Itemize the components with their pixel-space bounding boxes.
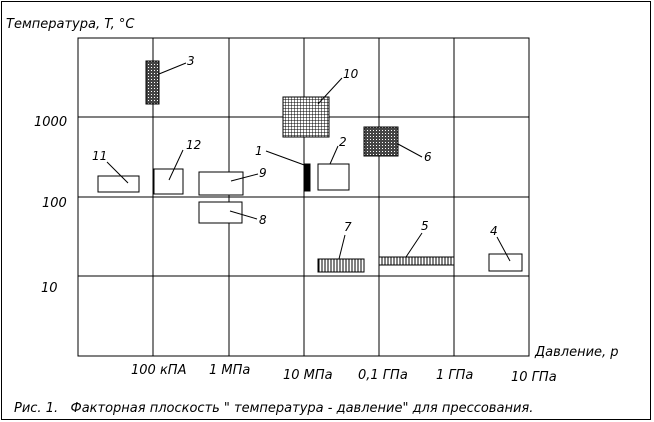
leader-4 — [496, 236, 511, 262]
label-5: 5 — [421, 219, 429, 233]
x-axis-title: Давление, p — [534, 345, 619, 360]
label-3: 3 — [187, 54, 195, 68]
leader-3 — [158, 62, 187, 75]
label-8: 8 — [259, 213, 267, 227]
plot-grid — [77, 37, 530, 357]
region-9 — [198, 171, 244, 196]
leader-12 — [168, 149, 184, 181]
x-tick-01gpa: 0,1 ГПа — [358, 368, 408, 383]
region-11 — [97, 175, 140, 193]
region-3 — [145, 60, 160, 105]
label-9: 9 — [259, 166, 267, 180]
region-12 — [153, 168, 184, 195]
leader-8 — [229, 210, 258, 220]
leader-2 — [329, 145, 339, 165]
x-tick-1gpa: 1 ГПа — [436, 368, 473, 383]
y-tick-10: 10 — [41, 281, 58, 296]
y-tick-100: 100 — [42, 196, 67, 211]
label-2: 2 — [339, 135, 347, 149]
region-2 — [317, 163, 350, 191]
leader-5 — [405, 232, 423, 258]
x-tick-10mpa: 10 МПа — [283, 368, 333, 383]
leader-9 — [230, 173, 259, 182]
leader-10 — [317, 77, 343, 105]
leader-1 — [265, 150, 308, 167]
region-6 — [363, 126, 399, 157]
region-7 — [317, 258, 365, 273]
y-axis-title: Температура, T, °C — [6, 17, 135, 32]
label-11: 11 — [92, 149, 107, 163]
label-7: 7 — [344, 220, 352, 234]
label-4: 4 — [490, 224, 498, 238]
figure-caption: Рис. 1. Факторная плоскость " температур… — [14, 401, 533, 416]
leader-11 — [106, 161, 129, 184]
x-tick-10gpa: 10 ГПа — [511, 370, 557, 385]
region-1 — [303, 163, 311, 192]
label-1: 1 — [255, 144, 263, 158]
region-5 — [378, 256, 455, 266]
label-6: 6 — [424, 150, 432, 164]
leader-6 — [397, 143, 423, 158]
label-10: 10 — [343, 67, 359, 81]
label-12: 12 — [186, 138, 201, 152]
x-tick-100kpa: 100 кПА — [131, 363, 186, 378]
x-tick-1mpa: 1 МПа — [209, 363, 250, 378]
region-8 — [198, 201, 243, 224]
leader-7 — [338, 234, 346, 260]
region-10 — [282, 96, 330, 138]
y-tick-1000: 1000 — [34, 115, 67, 130]
region-4 — [488, 253, 523, 272]
